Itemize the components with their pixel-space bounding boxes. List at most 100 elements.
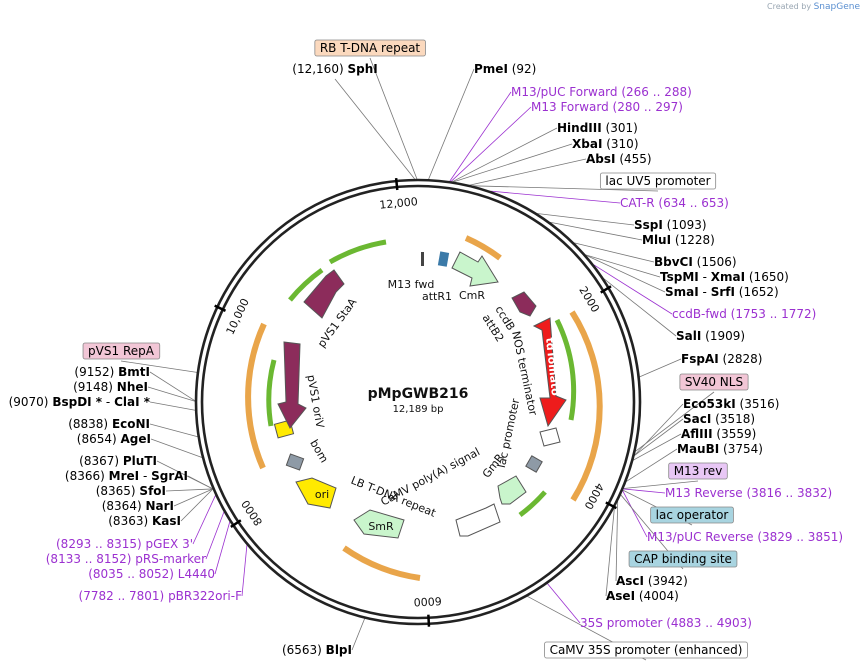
outer-label-cap: CAP binding site — [628, 550, 738, 568]
outer-label-m13-r-name: M13 Reverse — [665, 486, 743, 500]
outer-label-mrei-mid: - — [143, 469, 151, 483]
outer-label-m13puc-r: M13/pUC Reverse (3829 .. 3851) — [647, 530, 843, 544]
feature-pvs1-staa — [303, 269, 345, 319]
svg-text:(8365) SfoI: (8365) SfoI — [96, 484, 166, 498]
outer-label-camv35s-name: CaMV 35S promoter (enhanced) — [550, 643, 743, 657]
outer-label-sspi-name: SspI — [634, 218, 663, 232]
outer-label-absi: AbsI (455) — [586, 152, 652, 166]
outer-label-sspi-post: (1093) — [667, 218, 707, 232]
outer-label-asci-name: AscI — [616, 574, 644, 588]
svg-text:(8367) PluTI: (8367) PluTI — [79, 454, 157, 468]
outer-label-bspdi-pre: (9070) — [9, 395, 49, 409]
outer-label-ecoNI-pre: (8838) — [68, 417, 108, 431]
outer-label-xbai: XbaI (310) — [572, 137, 639, 151]
outer-label-sv40nls-name: SV40 NLS — [685, 375, 743, 389]
outer-label-ecoNI-name: EcoNI — [112, 417, 150, 431]
outer-label-m13puc-r-post: (3829 .. 3851) — [757, 530, 843, 544]
outer-label-fspai-post: (2828) — [723, 352, 763, 366]
outer-label-box-camv35s — [544, 641, 748, 659]
outer-label-camv35s: CaMV 35S promoter (enhanced) — [544, 641, 748, 659]
outer-label-box-sv40nls — [679, 373, 749, 391]
outer-label-xbai-name: XbaI — [572, 137, 602, 151]
outer-label-eco53ki-post: (3516) — [740, 397, 780, 411]
outer-label-prs-pre: (8133 .. 8152) — [46, 552, 132, 566]
tick-label-4000: 4000 — [582, 481, 607, 512]
feature-rb-mark — [421, 252, 424, 266]
leader-pvs1repa — [120, 360, 198, 373]
svg-text:lac UV5 promoter: lac UV5 promoter — [605, 174, 710, 188]
leader-p35s — [547, 583, 581, 624]
leader-m13-f — [450, 106, 532, 182]
svg-text:AbsI (455): AbsI (455) — [586, 152, 652, 166]
outer-label-fspai-name: FspAI — [681, 352, 719, 366]
arc-top-green-2 — [288, 267, 324, 302]
outer-label-cat-r-name: CAT-R — [620, 196, 655, 210]
leader-ecoNI — [149, 423, 198, 438]
svg-text:CaMV 35S promoter (enhanced): CaMV 35S promoter (enhanced) — [550, 643, 743, 657]
outer-label-pmei: PmeI (92) — [474, 62, 536, 76]
outer-label-bmti-name: BmtI — [118, 365, 150, 379]
feature-lac-prom — [525, 455, 543, 473]
svg-text:AseI (4004): AseI (4004) — [606, 589, 679, 603]
outer-label-m13puc-f: M13/pUC Forward (266 .. 288) — [511, 85, 692, 99]
leader-eco53ki — [634, 403, 684, 456]
outer-label-ccdb-fwd-name: ccdB-fwd — [672, 307, 727, 321]
outer-label-tspmi-name2: XmaI — [711, 270, 745, 284]
outer-label-ccdb-fwd: ccdB-fwd (1753 .. 1772) — [672, 307, 816, 321]
outer-label-mlui-name: MluI — [642, 233, 671, 247]
svg-text:Eco53kI (3516): Eco53kI (3516) — [683, 397, 779, 411]
outer-label-blpi: (6563) BlpI — [282, 643, 352, 657]
outer-label-bbvci: BbvCI (1506) — [654, 255, 737, 269]
outer-label-tspmi: TspMI - XmaI (1650) — [660, 270, 789, 284]
feature-tdtomato — [532, 317, 567, 428]
outer-label-lacop-name: lac operator — [656, 508, 729, 522]
outer-label-pgex-name: pGEX 3' — [146, 537, 193, 551]
leader-bbvci — [574, 242, 655, 263]
outer-label-xbai-post: (310) — [606, 137, 638, 151]
outer-label-asei-name: AseI — [606, 589, 635, 603]
outer-label-m13puc-r-name: M13/pUC Reverse — [647, 530, 754, 544]
svg-text:M13/pUC Forward (266 .. 288): M13/pUC Forward (266 .. 288) — [511, 85, 692, 99]
leader-l4440 — [214, 521, 231, 575]
svg-text:RB T-DNA repeat: RB T-DNA repeat — [320, 41, 421, 55]
tick-2000 — [600, 285, 612, 294]
leader-blpi — [351, 618, 366, 651]
outer-label-p35s-name: 35S promoter — [580, 616, 662, 630]
tick-8000 — [230, 519, 242, 528]
outer-label-prs-name: pRS-marker — [135, 552, 206, 566]
outer-label-aflIII: AflIII (3559) — [681, 427, 756, 441]
arc-top-green-1 — [328, 239, 387, 265]
feature-m13fwd — [437, 251, 450, 267]
leader-m13puc-r — [622, 490, 648, 538]
branding: Created by SnapGene — [767, 2, 860, 12]
svg-text:(8654) AgeI: (8654) AgeI — [77, 432, 151, 446]
outer-label-box-rb-tdna — [314, 39, 426, 57]
outer-label-cat-r: CAT-R (634 .. 653) — [620, 196, 729, 210]
svg-text:(9152) BmtI: (9152) BmtI — [74, 365, 150, 379]
outer-label-sphi-name: SphI — [347, 62, 377, 76]
outer-label-m13-f-name: M13 Forward — [531, 100, 609, 114]
svg-text:(8838) EcoNI: (8838) EcoNI — [68, 417, 150, 431]
outer-label-m13rev-b: M13 rev — [668, 462, 728, 480]
outer-label-mrei-pre: (8366) — [65, 469, 105, 483]
outer-label-pbr322: (7782 .. 7801) pBR322ori-F — [79, 589, 243, 603]
outer-label-nhei-pre: (9148) — [73, 380, 113, 394]
outer-label-maubi-post: (3754) — [723, 442, 763, 456]
outer-label-hindiii-name: HindIII — [557, 121, 602, 135]
leader-pluti — [156, 460, 213, 490]
leader-bmti — [149, 371, 196, 402]
outer-label-mrei-name: MreI — [109, 469, 139, 483]
outer-label-m13-r: M13 Reverse (3816 .. 3832) — [665, 486, 832, 500]
outer-label-box-cap — [628, 550, 738, 568]
outer-label-m13-r-post: (3816 .. 3832) — [747, 486, 833, 500]
outer-label-agei: (8654) AgeI — [77, 432, 151, 446]
tick-4000 — [605, 501, 617, 510]
outer-label-asci-post: (3942) — [648, 574, 688, 588]
svg-text:SacI (3518): SacI (3518) — [683, 412, 755, 426]
leader-sphi — [334, 78, 415, 180]
outer-labels: RB T-DNA repeat (12,160) SphI PmeI (92) … — [9, 39, 843, 659]
outer-label-ecoNI: (8838) EcoNI — [68, 417, 150, 431]
outer-label-kasi-name: KasI — [152, 514, 181, 528]
inner-label-pvs1-oriv: pVS1 oriV — [304, 374, 326, 430]
outer-label-sphi: (12,160) SphI — [292, 62, 377, 76]
